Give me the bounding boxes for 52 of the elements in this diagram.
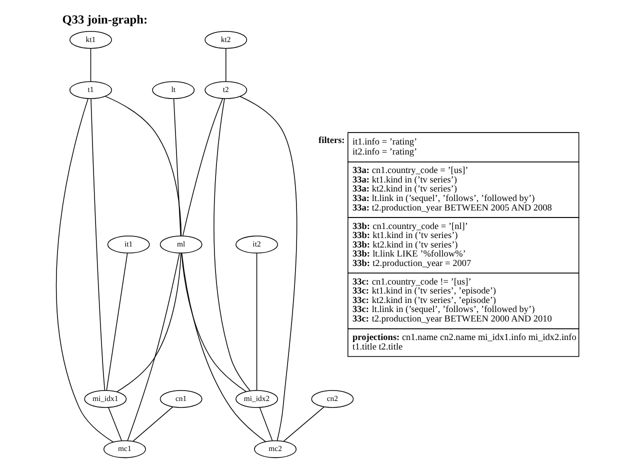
connector xyxy=(132,406,174,442)
node-ellipse: mc1 xyxy=(103,440,146,458)
label: 33c: kt1.kind in (’tv series’, ’episode’) xyxy=(352,286,496,297)
connector xyxy=(259,407,273,441)
label: 33b: cn1.country_code = ’[nl]’ xyxy=(352,222,468,232)
node-ellipse: mi_idx1 xyxy=(84,390,127,408)
label: filters: xyxy=(318,136,345,146)
connector xyxy=(104,96,182,236)
connector xyxy=(106,252,128,391)
connector xyxy=(173,98,182,236)
label: 33a: kt2.kind in (’tv series’) xyxy=(352,184,457,195)
label: 33b: lt.link LIKE ’%follow%’ xyxy=(352,250,466,260)
connector xyxy=(256,252,258,391)
node-ellipse: t1 xyxy=(70,81,112,99)
connector xyxy=(214,98,250,392)
label: 33c: lt.link in (’sequel’, ’follows’, ’followed by’) xyxy=(352,305,535,316)
label: 33a: kt1.kind in (’tv series’) xyxy=(352,175,457,186)
label: it2.info = ’rating’ xyxy=(352,148,418,158)
node-ellipse: t2 xyxy=(204,81,248,99)
connector xyxy=(90,98,106,391)
label: 33c: cn1.country_code != ’[us]’ xyxy=(352,277,472,288)
connector xyxy=(90,48,92,82)
node-ellipse: kt1 xyxy=(70,31,112,49)
label: 33b: t2.production_year = 2007 xyxy=(352,258,472,269)
node-ellipse: kt2 xyxy=(204,31,248,49)
node-ellipse: lt xyxy=(152,81,195,99)
label: 33a: t2.production_year BETWEEN 2005 AND 2008 xyxy=(352,203,552,214)
diagram-title: Q33 join-graph: xyxy=(62,12,148,27)
label: 33b: kt1.kind in (’tv series’) xyxy=(352,231,458,242)
label: 33b: kt2.kind in (’tv series’) xyxy=(352,240,458,250)
connector xyxy=(240,96,298,442)
connector xyxy=(181,252,266,442)
connector xyxy=(181,252,246,392)
connector xyxy=(127,252,180,442)
node-ellipse: cn2 xyxy=(311,390,354,408)
label: 33a: lt.link in (’sequel’, ’follows’, ’followed by’) xyxy=(352,194,535,204)
node-ellipse: mc2 xyxy=(254,440,297,458)
connector xyxy=(182,98,224,236)
connector xyxy=(116,252,182,392)
node-ellipse: cn1 xyxy=(160,390,202,408)
connector xyxy=(108,407,122,442)
label: it1.info = ’rating’ xyxy=(352,138,418,148)
node-ellipse: ml xyxy=(160,236,202,254)
connector xyxy=(56,98,114,442)
node-ellipse: mi_idx2 xyxy=(236,390,278,408)
label: 33c: kt2.kind in (’tv series’, ’episode’) xyxy=(352,296,496,306)
node-ellipse: it2 xyxy=(236,236,278,254)
label: 33c: t2.production_year BETWEEN 2000 AND 2010 xyxy=(352,314,552,324)
label: 33a: cn1.country_code = ’[us]’ xyxy=(352,166,468,176)
node-ellipse: it1 xyxy=(107,236,150,254)
connector xyxy=(283,406,324,442)
label: projections: cn1.name cn2.name mi_idx1.info mi_idx2.info t1.title t2.title xyxy=(352,332,576,352)
